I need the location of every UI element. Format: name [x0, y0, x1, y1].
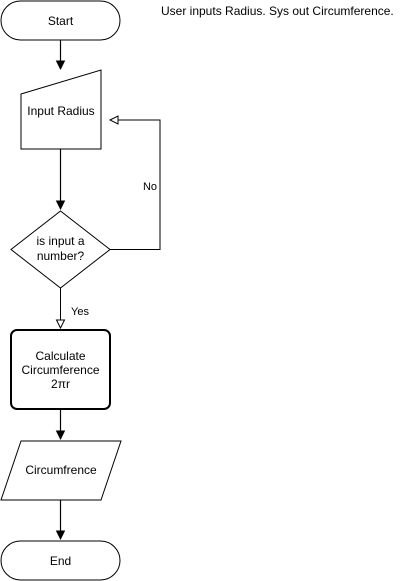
decision-node[interactable]: is input a number?: [10, 210, 111, 289]
input-radius-label: Input Radius: [27, 104, 94, 118]
calculate-label-line2: Circumference: [21, 363, 99, 377]
calculate-label-line1: Calculate: [35, 349, 85, 363]
edge-yes-label: Yes: [71, 306, 89, 318]
yes-arrowhead: [55, 319, 66, 330]
edge-no-label: No: [143, 181, 157, 193]
input-radius-node[interactable]: Input Radius: [20, 69, 102, 150]
end-node[interactable]: End: [0, 540, 121, 581]
output-shape: [0, 440, 122, 501]
no-loop-arrowhead: [108, 115, 119, 125]
edge-no-loop: [110, 119, 161, 250]
output-node[interactable]: Circumfrence: [0, 440, 122, 501]
calculate-label-line3: 2πr: [51, 377, 70, 391]
start-node[interactable]: Start: [0, 0, 121, 41]
end-shape: [0, 540, 121, 581]
start-label: Start: [48, 14, 74, 28]
output-label: Circumfrence: [25, 463, 97, 477]
decision-label-line2: number?: [37, 249, 85, 263]
end-label: End: [50, 554, 71, 568]
input-radius-shape: [20, 69, 102, 150]
decision-label-line1: is input a: [36, 234, 84, 248]
diagram-note: User inputs Radius. Sys out Circumferenc…: [161, 4, 394, 18]
calculate-node[interactable]: Calculate Circumference 2πr: [10, 329, 111, 410]
